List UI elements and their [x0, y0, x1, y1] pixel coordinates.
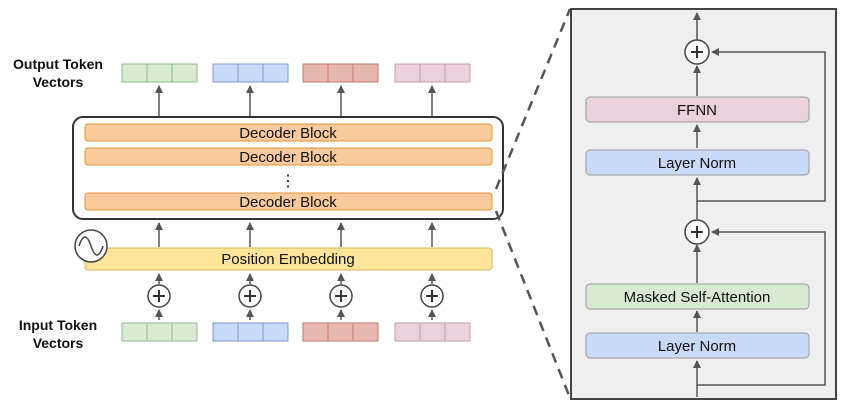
input-vector-4 [394, 322, 471, 342]
masked-self-attention-label: Masked Self-Attention [624, 289, 771, 306]
input-vector-1 [121, 322, 198, 342]
embedding-arrows [155, 222, 436, 247]
layer-norm-bottom-label: Layer Norm [658, 338, 736, 355]
plus-circle-icon [684, 219, 710, 245]
plus-circle-icon [684, 39, 710, 65]
decoder-block-3: Decoder Block [84, 192, 493, 211]
decoder-block-1-label: Decoder Block [239, 125, 337, 142]
input-label-line1: Input Token [19, 317, 97, 333]
plus-circle-icon [238, 273, 262, 320]
layer-norm-top-box: Layer Norm [585, 149, 810, 176]
plus-circle-icon [420, 273, 444, 320]
output-vector-4 [394, 63, 471, 83]
input-vector-3 [302, 322, 379, 342]
detail-flow-arrows [693, 12, 826, 397]
output-vector-3 [302, 63, 379, 83]
output-label-line2: Vectors [33, 74, 84, 90]
layer-norm-top-label: Layer Norm [658, 155, 736, 172]
input-label-line2: Vectors [33, 335, 84, 351]
decoder-block-1: Decoder Block [84, 123, 493, 142]
layer-norm-bottom-box: Layer Norm [585, 332, 810, 359]
input-plus-nodes [147, 273, 444, 320]
decoder-ellipsis: ⋮ [280, 173, 296, 190]
zoom-connector-lines [494, 8, 572, 399]
ffnn-box: FFNN [585, 96, 810, 123]
plus-circle-icon [147, 273, 171, 320]
masked-self-attention-box: Masked Self-Attention [585, 283, 810, 310]
input-vectors [121, 322, 471, 342]
ffnn-label: FFNN [677, 102, 717, 119]
position-embedding-bar: Position Embedding [84, 247, 493, 271]
output-vectors [121, 63, 471, 83]
input-vector-2 [212, 322, 289, 342]
decoder-block-3-label: Decoder Block [239, 194, 337, 211]
output-arrows [155, 85, 436, 117]
output-label-line1: Output Token [13, 56, 103, 72]
position-embedding-label: Position Embedding [221, 251, 354, 268]
output-vector-2 [212, 63, 289, 83]
output-vector-1 [121, 63, 198, 83]
sine-wave-icon [74, 229, 108, 263]
decoder-block-2: Decoder Block [84, 147, 493, 166]
decoder-block-2-label: Decoder Block [239, 149, 337, 166]
plus-circle-icon [329, 273, 353, 320]
